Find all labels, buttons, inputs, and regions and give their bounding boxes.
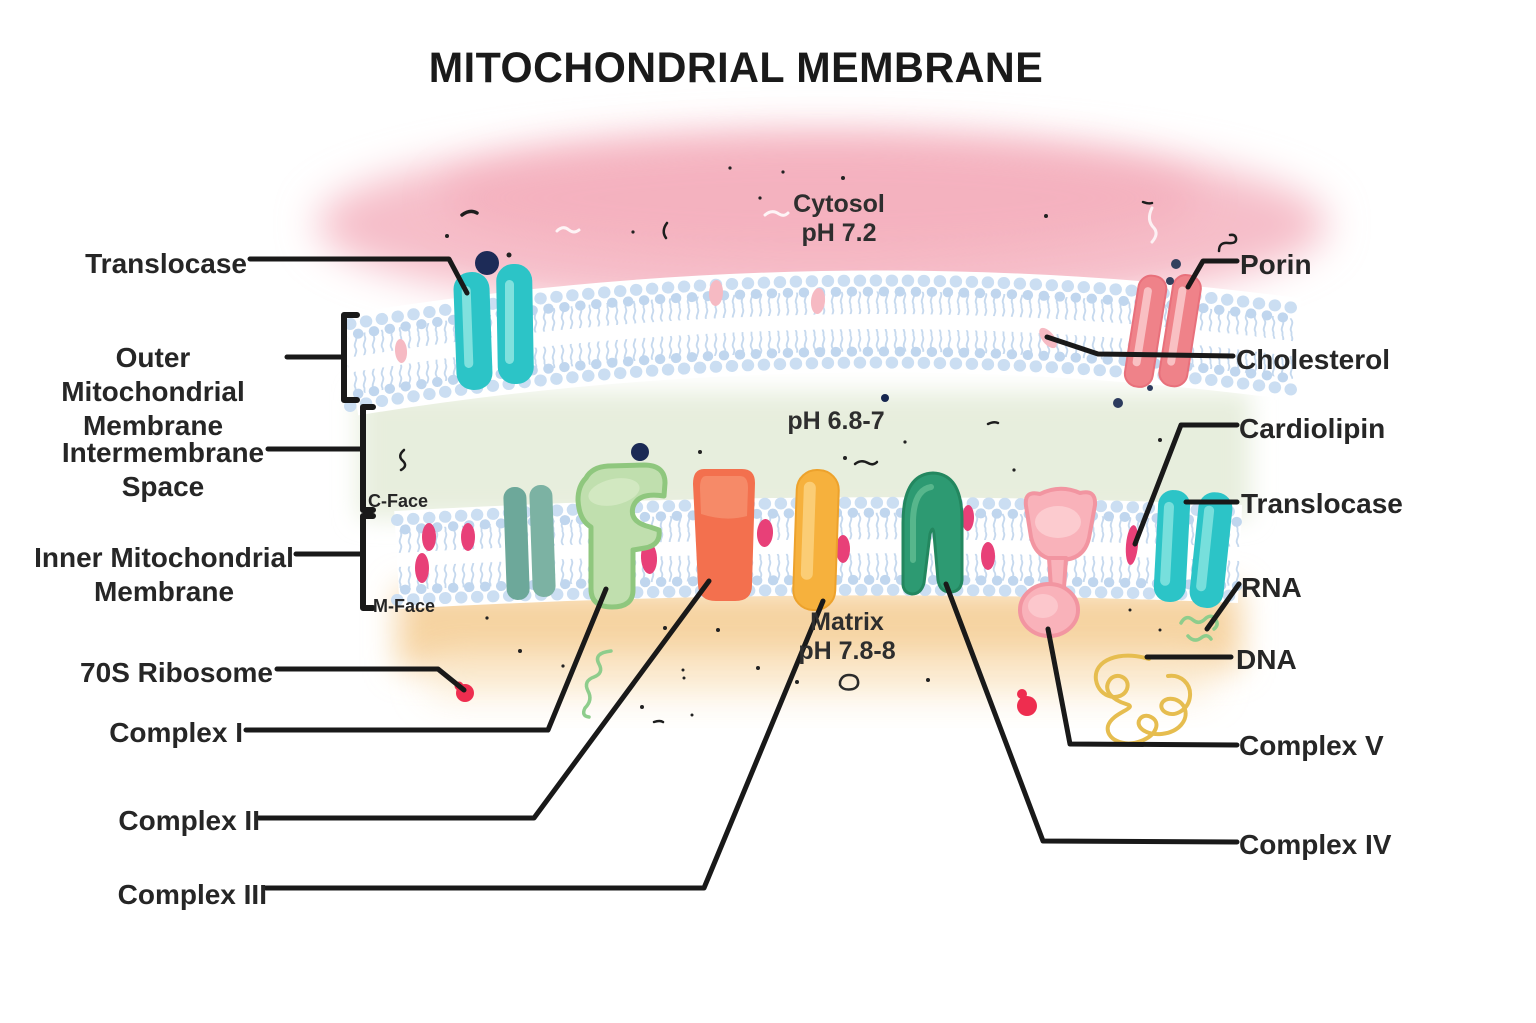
page-title: MITOCHONDRIAL MEMBRANE	[428, 44, 1044, 92]
specks	[445, 166, 1162, 717]
navy-dots	[631, 385, 1153, 461]
cholesterol-molecules	[394, 280, 1057, 363]
label-rna: RNA	[1241, 572, 1302, 603]
label-complex-ii: Complex II	[118, 805, 260, 836]
ribosome-right	[1017, 689, 1037, 716]
complex-iv-protein	[901, 471, 964, 596]
leader-translocase-left	[247, 256, 470, 296]
complex-ii-protein	[693, 469, 755, 601]
dna-loop	[1093, 653, 1193, 746]
leader-complex-v	[1045, 626, 1240, 748]
leader-complex-iii	[263, 598, 826, 891]
label-inner-membrane: Inner Mitochondrial Membrane	[34, 542, 294, 607]
label-dna: DNA	[1236, 644, 1297, 675]
label-complex-v: Complex V	[1239, 730, 1384, 761]
cytosol-ph: pH 7.2	[801, 219, 877, 247]
brackets	[341, 312, 376, 611]
inner-carrier-pair-protein	[503, 484, 556, 600]
leader-rna	[1204, 581, 1242, 632]
label-complex-iii: Complex III	[117, 879, 267, 910]
rna-strand-right	[1179, 614, 1219, 642]
porin-protein	[1123, 274, 1202, 388]
label-cardiolipin: Cardiolipin	[1239, 413, 1386, 444]
label-outer-membrane: Outer Mitochondrial Membrane	[61, 342, 245, 441]
intermembrane-ph: pH 6.8-7	[787, 407, 885, 435]
complex-i-protein	[575, 462, 668, 610]
cytosol-caption: Cytosol pH 7.2	[739, 190, 939, 248]
label-cholesterol: Cholesterol	[1236, 344, 1391, 375]
cytosol-wash	[317, 134, 1327, 314]
leader-cholesterol	[1044, 334, 1236, 359]
leader-ribosome	[274, 666, 467, 693]
leader-complex-iv	[943, 581, 1240, 845]
leader-porin	[1185, 258, 1240, 290]
label-c-face: C-Face	[368, 491, 429, 511]
cargo-ball	[475, 251, 499, 275]
label-complex-iv: Complex IV	[1239, 829, 1392, 860]
label-complex-i: Complex I	[109, 717, 243, 748]
cytosol-name: Cytosol	[793, 190, 885, 218]
label-m-face: M-Face	[373, 596, 436, 616]
leader-cardiolipin	[1132, 422, 1240, 547]
label-porin: Porin	[1240, 249, 1312, 280]
complex-iii-protein	[792, 469, 840, 612]
bracket-intermembrane	[360, 404, 376, 513]
cardiolipin-molecules	[415, 505, 1139, 583]
porin-dots	[1166, 259, 1181, 285]
label-translocase-right: Translocase	[1241, 488, 1403, 519]
bracket-inner-membrane	[360, 513, 376, 611]
translocase-right-protein	[1153, 490, 1233, 608]
matrix-caption: Matrix pH 7.8-8	[747, 608, 947, 666]
complex-v-protein	[1018, 486, 1098, 638]
translocase-left-protein	[453, 251, 534, 391]
label-intermembrane-space: Intermembrane Space	[61, 437, 265, 502]
leader-complex-ii	[256, 578, 712, 821]
leader-lines	[243, 256, 1242, 891]
matrix-ph: pH 7.8-8	[798, 637, 896, 665]
rna-strand-left	[581, 649, 613, 719]
label-70s-ribosome: 70S Ribosome	[80, 657, 273, 688]
bracket-outer-membrane	[341, 312, 360, 403]
label-translocase-left: Translocase	[85, 248, 247, 279]
leader-complex-i	[243, 586, 609, 733]
matrix-name: Matrix	[810, 608, 884, 636]
doodles	[399, 200, 1238, 724]
